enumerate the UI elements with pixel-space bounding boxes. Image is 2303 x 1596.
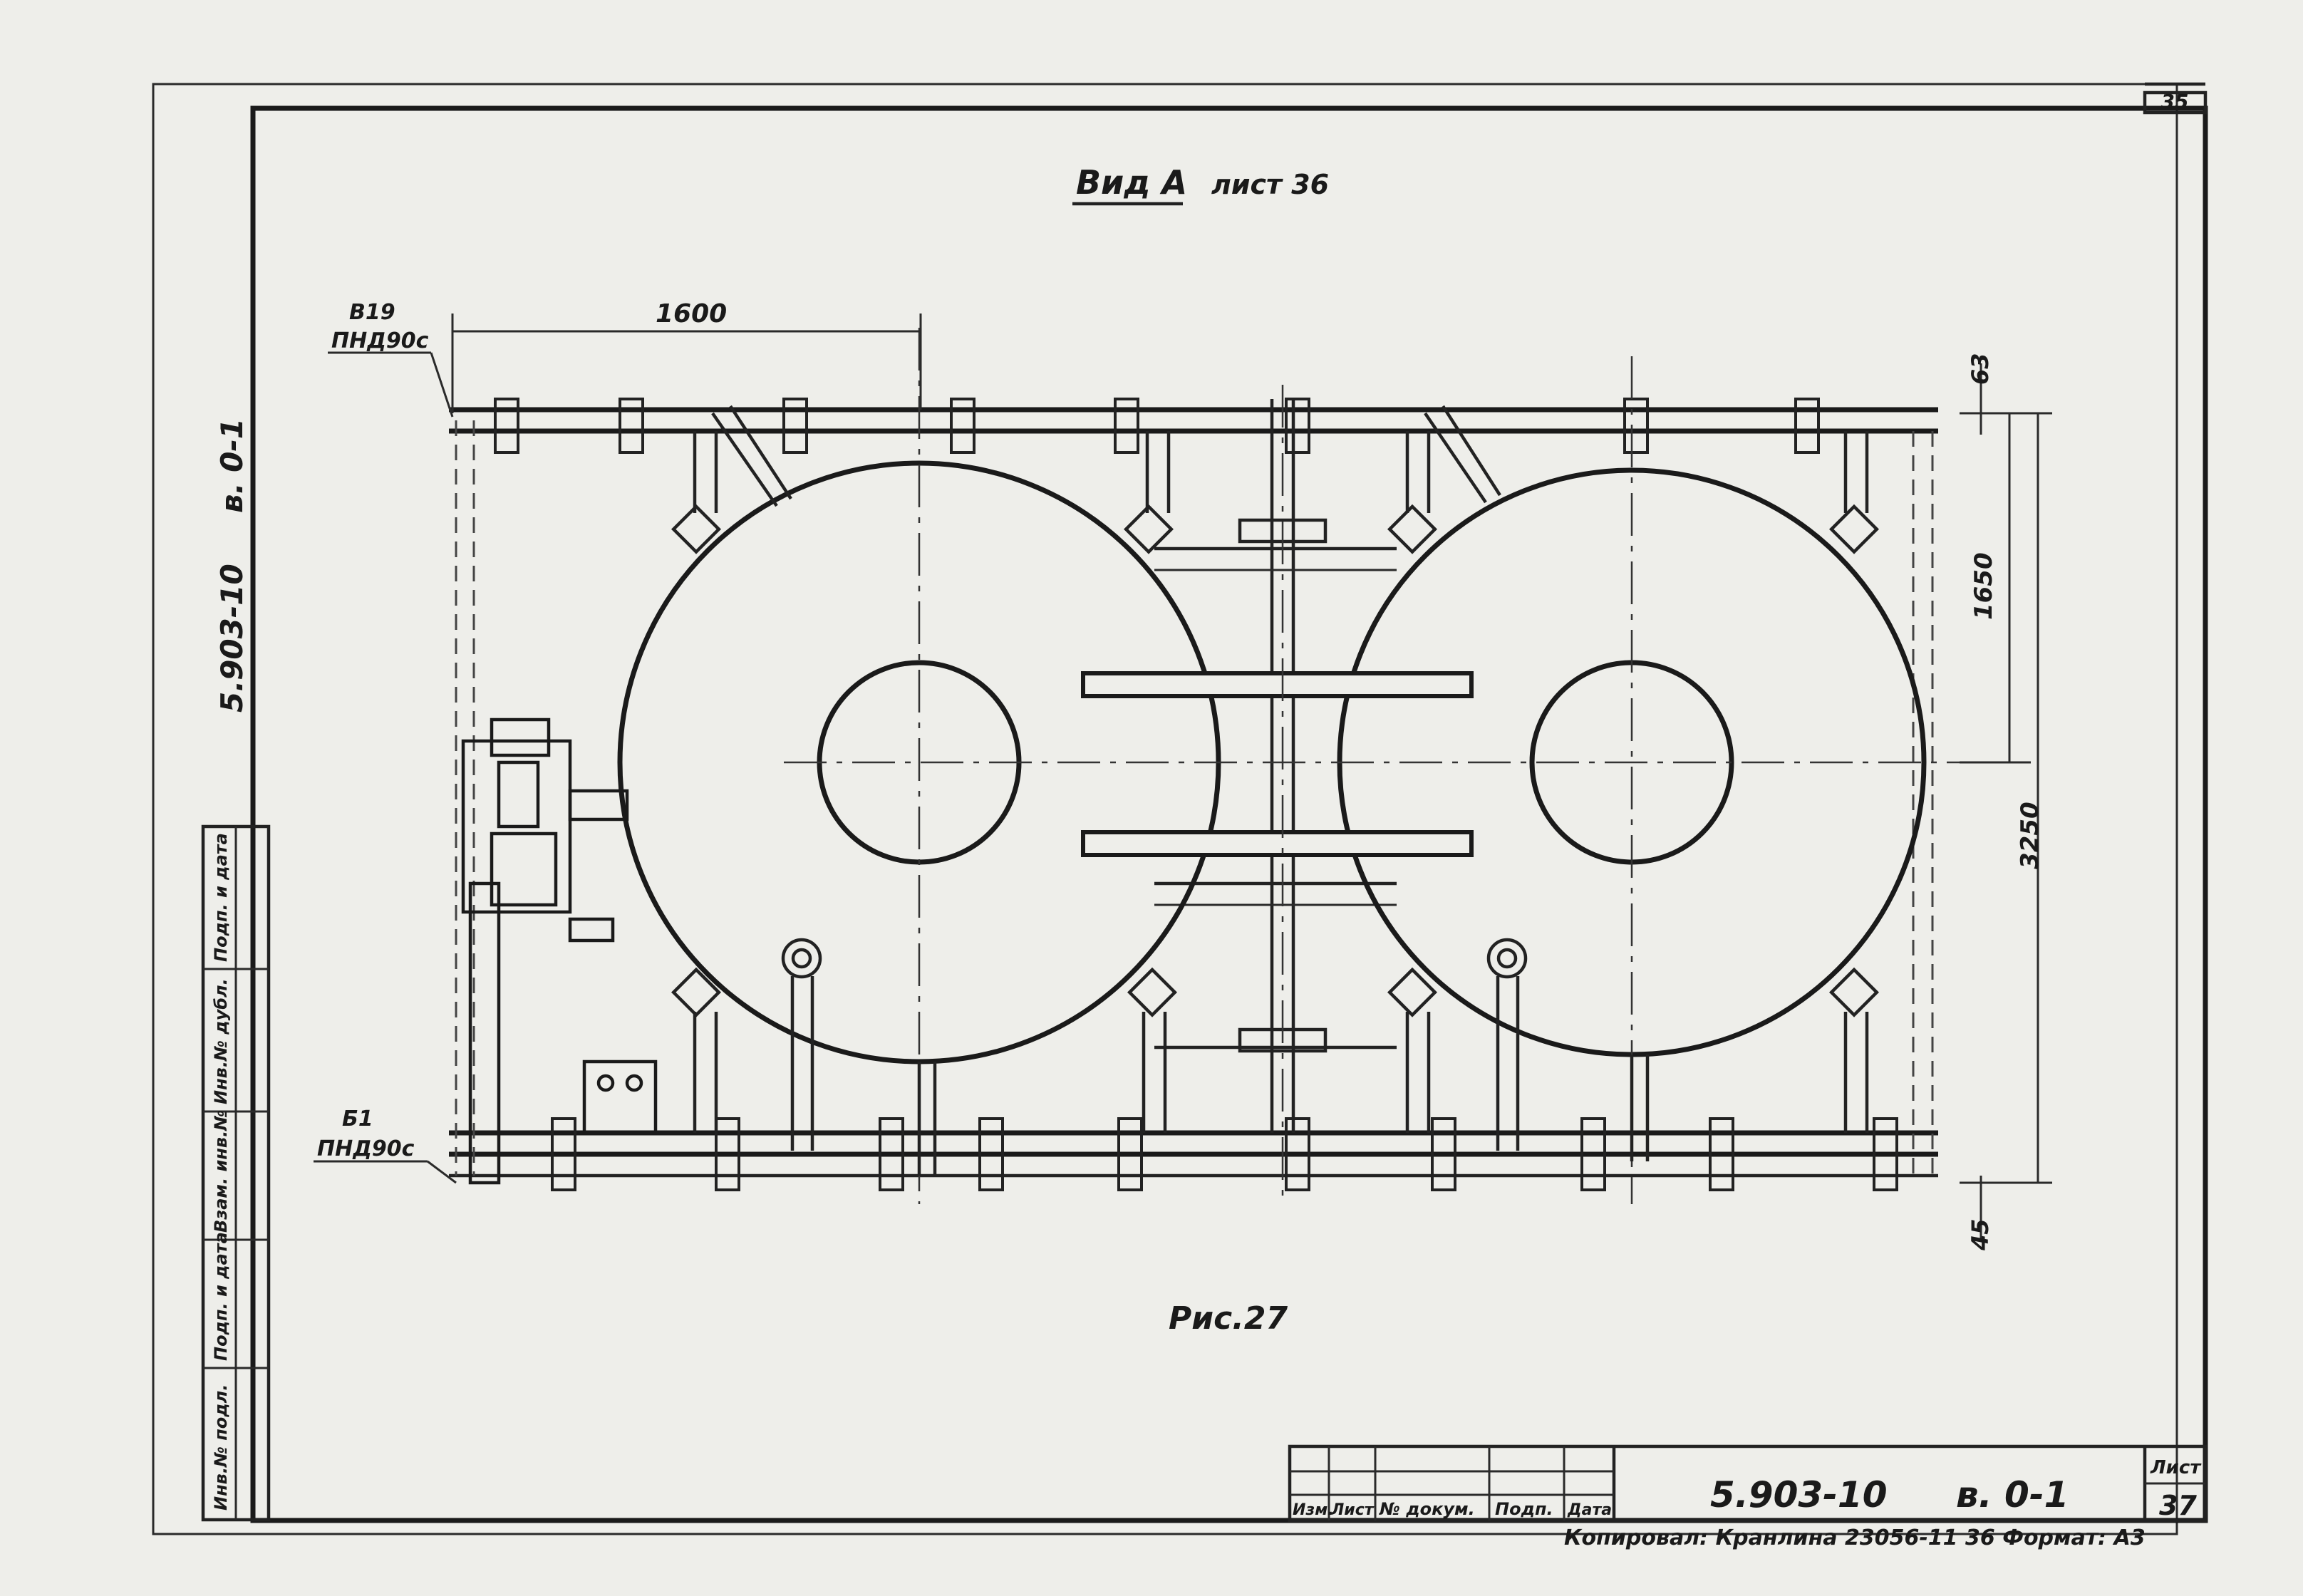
- dim-45-text: 45: [1967, 1218, 1994, 1251]
- top-sheet-box: [2143, 90, 2208, 115]
- label-inlet-top: В19 ПНД90с: [328, 300, 454, 418]
- frame-sides: [455, 420, 1934, 1176]
- inlet-top-line2: ПНД90с: [331, 328, 429, 353]
- left-stamp-strip: Подп. и дата Инв.№ дубл. Взам. инв.№ Под…: [201, 418, 271, 1522]
- footer-copied-by: Копировал: Кранлина 23056-11 36 Формат: …: [1564, 1525, 2146, 1550]
- title-block: Изм. Лист № докум. Подп. Дата 5.903-10 в…: [1288, 1444, 2208, 1523]
- top-rail: [449, 407, 1938, 434]
- motor-assembly: [461, 717, 658, 1185]
- center-lines: [784, 328, 1960, 1204]
- dim-1650-text: 1650: [1970, 552, 1998, 620]
- tb-header-podp: Подп.: [1495, 1499, 1553, 1519]
- inlet-bottom-line2: ПНД90с: [317, 1136, 415, 1161]
- strip-row-1: Инв.№ подл.: [211, 1384, 231, 1510]
- inner-frame: [250, 105, 2208, 1523]
- outlet-pipes: [781, 938, 1650, 1176]
- dim-1600-text: 1600: [656, 299, 727, 328]
- crossbars: [1081, 671, 1474, 857]
- tank-brackets: [671, 431, 1880, 1133]
- strip-row-4: Инв.№ дубл.: [211, 978, 231, 1104]
- strip-variant: в. 0-1: [214, 418, 249, 513]
- tb-header-list: Лист: [1330, 1501, 1375, 1519]
- view-sheet-reference: лист 36: [1211, 169, 1329, 200]
- rail-clamps: [494, 398, 1898, 1191]
- outer-border: [152, 83, 2178, 1535]
- tb-sheet-label: Лист: [2150, 1457, 2202, 1478]
- dimension-right-side: 63 1650 3250 45: [1960, 353, 2052, 1251]
- label-inlet-bottom: Б1 ПНД90с: [314, 1107, 457, 1184]
- dimension-1600: 1600: [451, 299, 922, 413]
- tb-code: 5.903-10: [1710, 1474, 1888, 1515]
- strip-row-3: Взам. инв.№: [211, 1110, 231, 1233]
- figure-caption: Рис.27: [1169, 1300, 1288, 1337]
- tb-variant: в. 0-1: [1956, 1474, 2069, 1515]
- top-sheet-number: 35: [2161, 90, 2189, 113]
- strip-row-2: Подп. и дата: [211, 1232, 231, 1361]
- tb-header-data: Дата: [1567, 1501, 1612, 1519]
- dim-63-text: 63: [1967, 353, 1994, 385]
- tb-sheet-number: 37: [2159, 1490, 2197, 1521]
- strip-code: 5.903-10: [214, 564, 249, 712]
- tb-header-doc: № докум.: [1379, 1499, 1475, 1519]
- inlet-pipes: [711, 405, 1501, 507]
- strip-row-5: Подп. и дата: [211, 833, 231, 962]
- inlet-top-line1: В19: [349, 300, 395, 325]
- view-title: Вид А: [1076, 163, 1187, 202]
- inlet-bottom-line1: Б1: [342, 1107, 373, 1131]
- dim-3250-text: 3250: [2016, 802, 2044, 869]
- tb-header-izm: Изм.: [1293, 1501, 1334, 1519]
- bottom-rail: [449, 1130, 1938, 1178]
- center-support: [1154, 399, 1397, 1133]
